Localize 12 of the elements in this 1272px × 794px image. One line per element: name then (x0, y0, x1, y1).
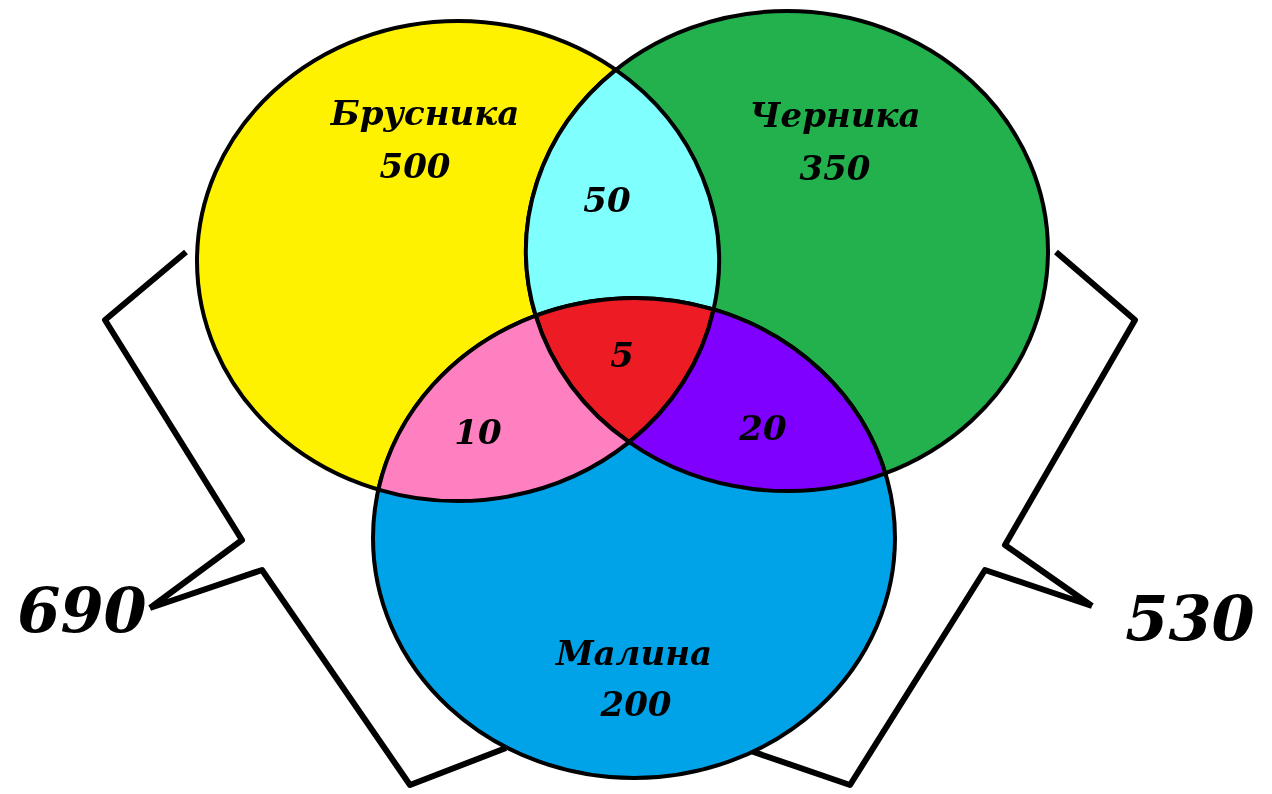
total-label: 690 (17, 574, 147, 647)
total-label: 530 (1125, 582, 1255, 655)
set-name: Брусника (330, 93, 520, 133)
count-label: 50 (583, 180, 631, 220)
count-label: 350 (799, 148, 871, 188)
count-label: 20 (739, 408, 787, 448)
count-label: 500 (379, 146, 451, 186)
count-label: 10 (454, 412, 502, 452)
count-label: 200 (600, 684, 672, 724)
set-name: Черника (749, 95, 921, 135)
count-label: 5 (610, 335, 634, 375)
set-name: Малина (555, 633, 713, 673)
